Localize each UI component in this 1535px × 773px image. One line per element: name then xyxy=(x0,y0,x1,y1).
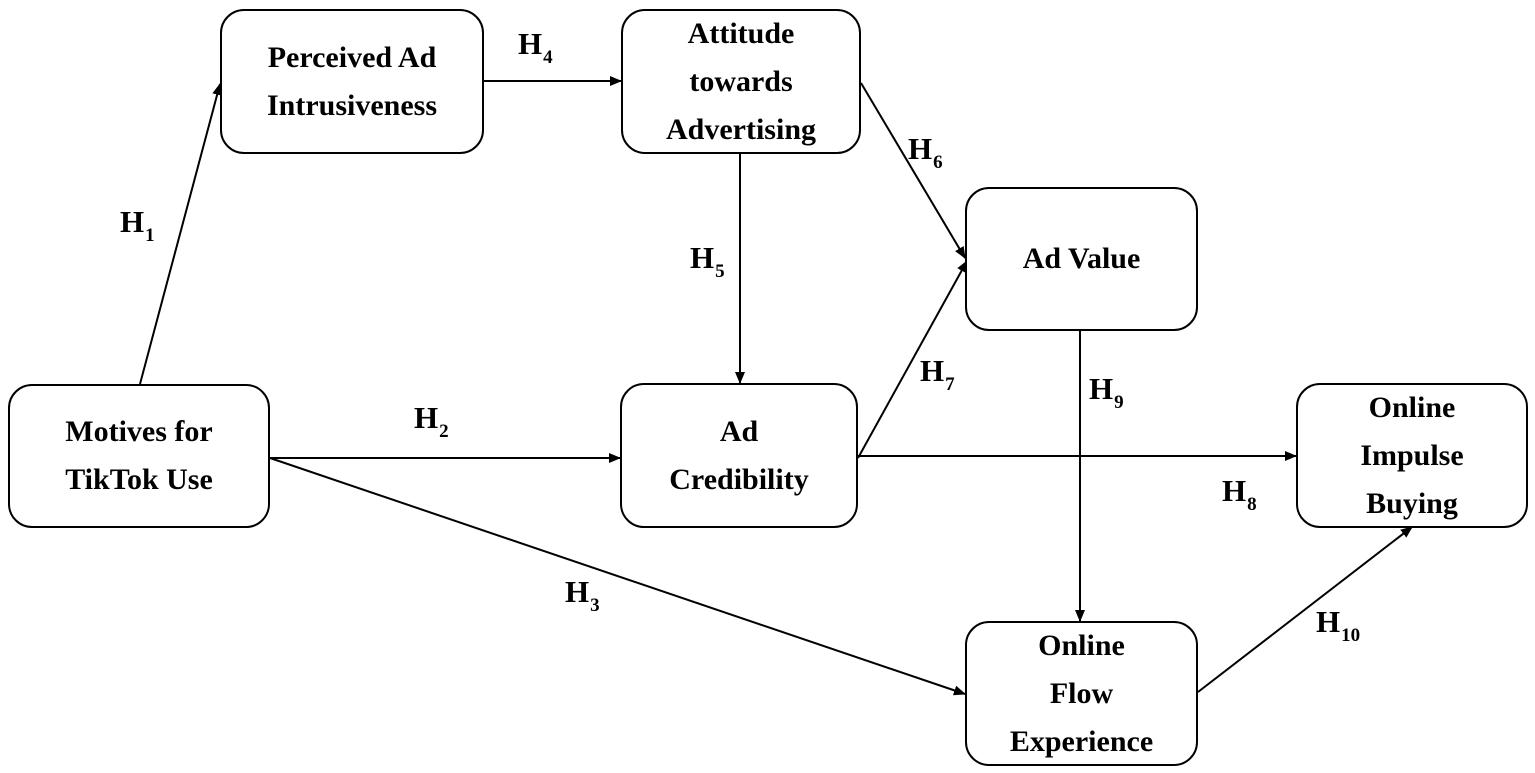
edge-label-h1: H1 xyxy=(120,204,155,245)
edge-label-h7: H7 xyxy=(920,353,955,394)
edge-label-h2-number: 2 xyxy=(439,421,449,442)
edge-h10-arrow xyxy=(1197,526,1413,693)
edge-label-h2: H2 xyxy=(414,400,449,441)
edge-label-h5-prefix: H xyxy=(690,240,715,275)
edge-label-h4-number: 4 xyxy=(543,47,553,68)
node-motives-for-tiktok-use: Motives for TikTok Use xyxy=(8,384,270,528)
edge-label-h5: H5 xyxy=(690,240,725,281)
edge-label-h3: H3 xyxy=(565,574,600,615)
edge-h7-arrow xyxy=(857,260,968,459)
edge-label-h7-prefix: H xyxy=(920,353,945,388)
edge-label-h10-prefix: H xyxy=(1316,604,1341,639)
node-attitude-towards-advertising: Attitude towards Advertising xyxy=(621,9,861,154)
edge-label-h8: H8 xyxy=(1222,473,1257,514)
edge-h1-arrow xyxy=(139,83,222,385)
edge-h3-arrow xyxy=(269,457,966,696)
edge-label-h9-number: 9 xyxy=(1114,392,1124,413)
edge-label-h10: H10 xyxy=(1316,604,1360,645)
edge-label-h6: H6 xyxy=(908,131,943,172)
node-online-impulse-buying: Online Impulse Buying xyxy=(1296,383,1528,528)
edge-h6-arrow xyxy=(860,82,966,259)
node-ad-value: Ad Value xyxy=(965,187,1198,331)
edge-label-h4: H4 xyxy=(518,26,553,67)
edge-label-h2-prefix: H xyxy=(414,400,439,435)
edge-label-h10-number: 10 xyxy=(1341,625,1361,646)
edge-label-h8-prefix: H xyxy=(1222,473,1247,508)
node-ad-credibility: Ad Credibility xyxy=(620,383,858,528)
edge-label-h9-prefix: H xyxy=(1089,371,1114,406)
node-perceived-ad-intrusiveness: Perceived Ad Intrusiveness xyxy=(220,9,484,154)
edge-label-h3-prefix: H xyxy=(565,574,590,609)
edge-label-h4-prefix: H xyxy=(518,26,543,61)
edge-label-h1-number: 1 xyxy=(145,225,155,246)
edge-label-h6-prefix: H xyxy=(908,131,933,166)
edge-label-h9: H9 xyxy=(1089,371,1124,412)
edge-label-h5-number: 5 xyxy=(715,261,725,282)
edge-label-h7-number: 7 xyxy=(945,374,955,395)
edge-label-h3-number: 3 xyxy=(590,595,600,616)
edge-label-h1-prefix: H xyxy=(120,204,145,239)
node-online-flow-experience: Online Flow Experience xyxy=(965,621,1198,766)
edge-label-h6-number: 6 xyxy=(933,152,943,173)
edge-label-h8-number: 8 xyxy=(1247,494,1257,515)
